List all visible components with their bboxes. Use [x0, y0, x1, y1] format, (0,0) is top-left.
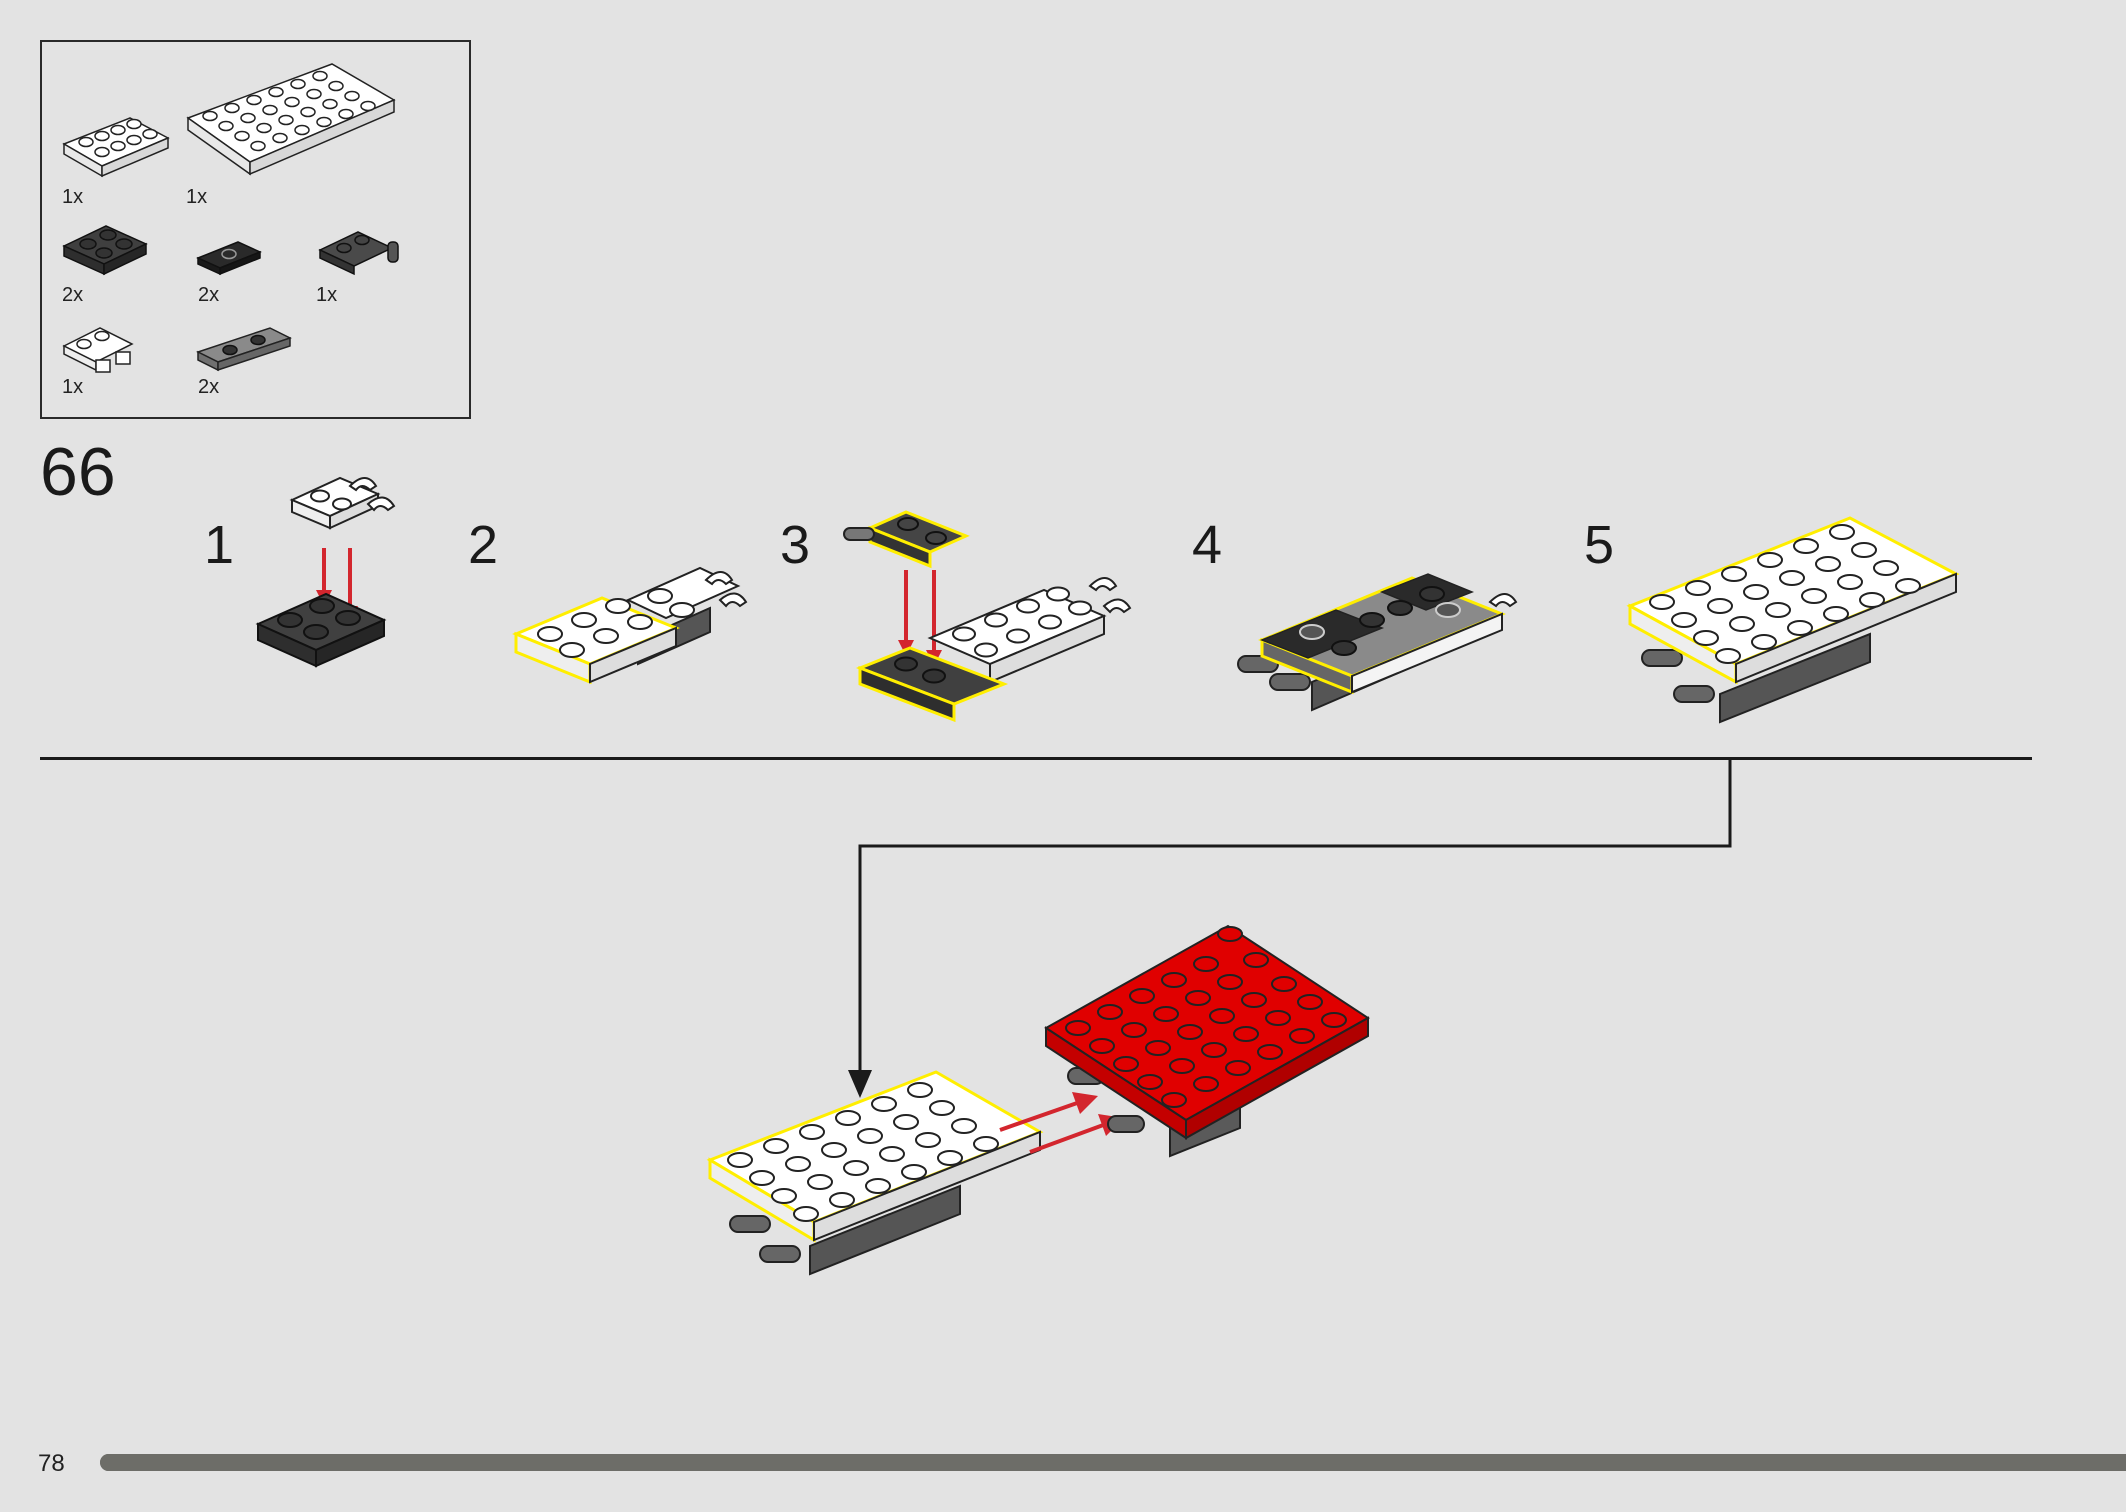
sub-step-5-illustration	[1626, 516, 1960, 724]
sub-step-number: 1	[204, 515, 235, 575]
sub-step-1-illustration	[255, 476, 396, 668]
part-qty: 2x	[198, 284, 220, 306]
part-plate-4x6-white	[186, 63, 396, 176]
step-number: 66	[40, 434, 116, 510]
part-qty: 1x	[62, 186, 84, 208]
sub-step-3-illustration	[843, 510, 1132, 723]
step-divider	[40, 757, 2032, 760]
part-plate-2x2-dark-gray	[62, 225, 148, 276]
final-assembly-illustration	[706, 924, 1370, 1276]
sub-step-number: 5	[1584, 515, 1615, 575]
progress-fill	[100, 1454, 2126, 1471]
part-qty: 2x	[198, 376, 220, 398]
part-plate-2x2-bar-handle-dark-gray	[318, 231, 399, 276]
sub-step-number: 4	[1192, 515, 1223, 575]
part-qty: 1x	[186, 186, 208, 208]
part-plate-2x2-clip-white	[62, 327, 134, 373]
part-plate-1x4-jumper-gray	[196, 327, 292, 372]
part-qty: 1x	[62, 376, 84, 398]
sub-step-2-illustration	[512, 566, 748, 685]
page-number: 78	[38, 1450, 65, 1477]
part-plate-1x2-jumper-black	[196, 241, 262, 276]
sub-step-4-illustration	[1237, 573, 1518, 712]
parts-list-box: 1x 1x 2x 2x 1x	[40, 40, 471, 419]
sub-step-number: 2	[468, 515, 499, 575]
part-qty: 1x	[316, 284, 338, 306]
progress-bar	[100, 1454, 2126, 1471]
sub-step-number: 3	[780, 515, 811, 575]
part-plate-2x4-white	[62, 117, 170, 178]
part-qty: 2x	[62, 284, 84, 306]
